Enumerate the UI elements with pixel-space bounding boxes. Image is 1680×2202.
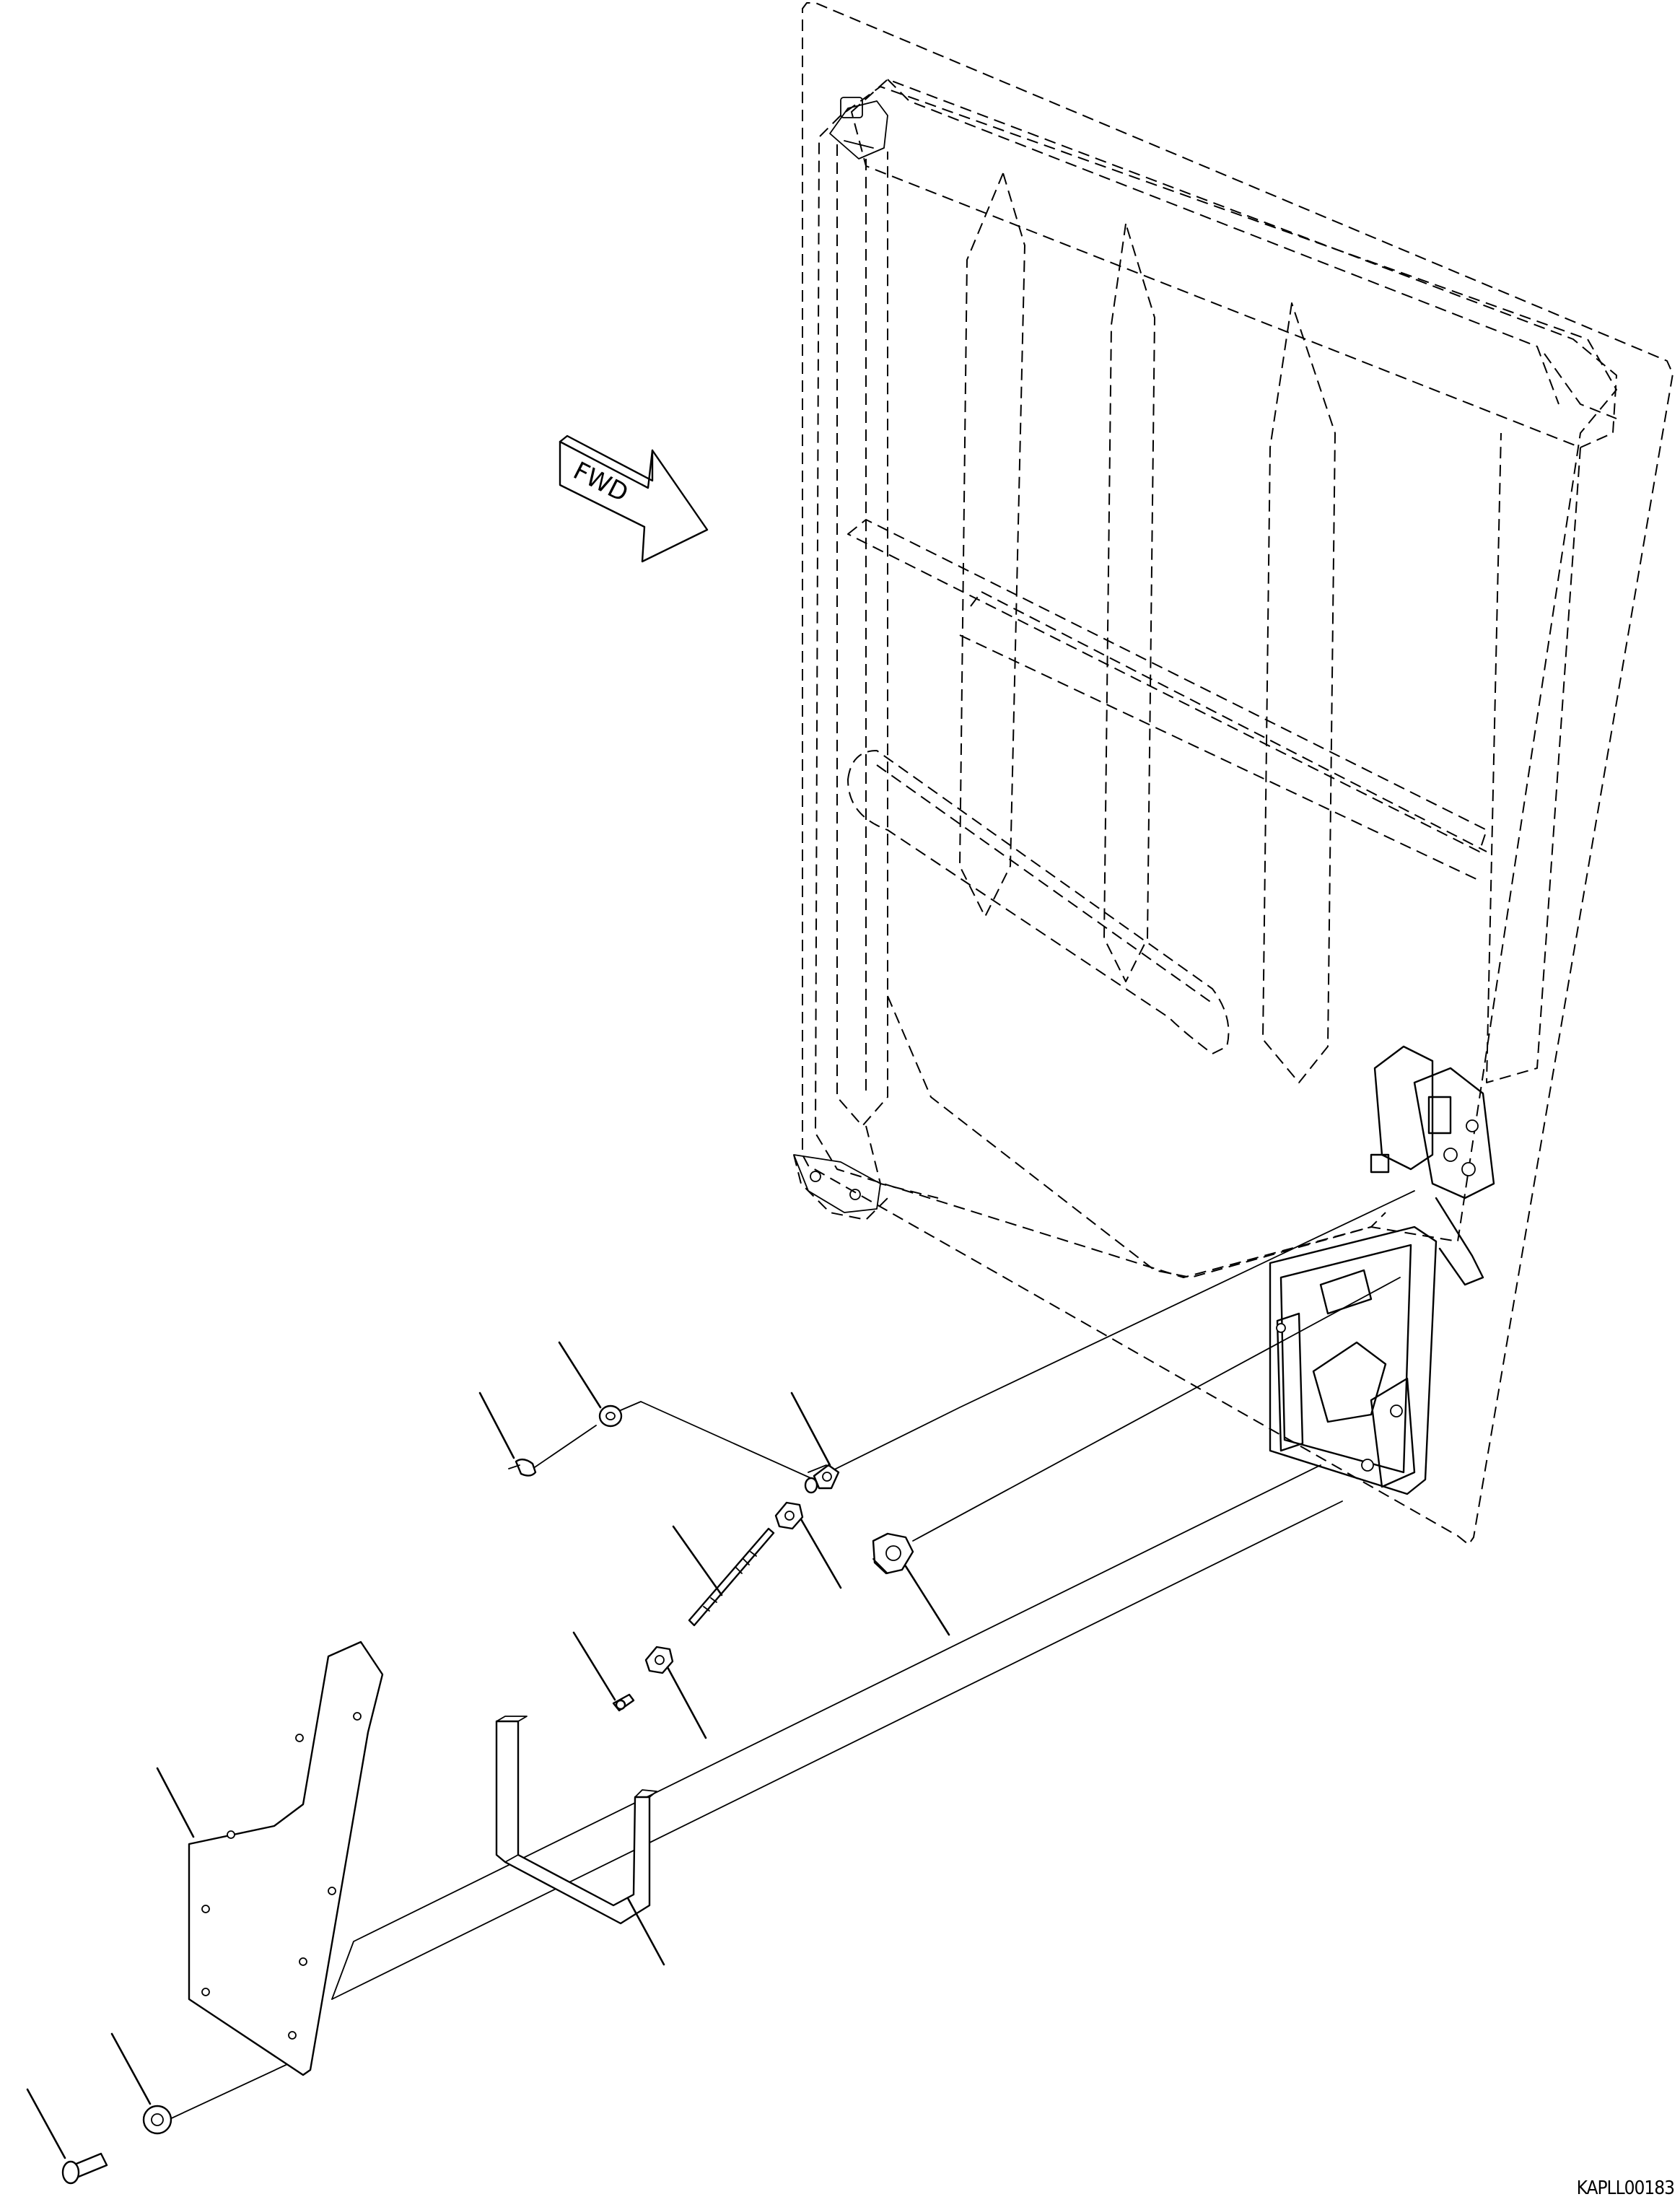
explosion-lines bbox=[155, 1190, 1415, 2126]
washer-upper bbox=[598, 1404, 623, 1428]
u-handle bbox=[495, 1716, 657, 1925]
nut-lower bbox=[644, 1646, 674, 1674]
fwd-label: FWD bbox=[569, 456, 633, 508]
door-lock-mechanism bbox=[1269, 1045, 1495, 1495]
drawing-code: KAPLL00183 bbox=[1576, 2177, 1675, 2199]
cover-plate bbox=[188, 1640, 384, 2076]
fwd-direction-arrow: FWD bbox=[559, 434, 709, 563]
callout-leaders bbox=[26, 1341, 950, 2159]
threaded-rod bbox=[688, 1527, 775, 1627]
small-bolt bbox=[612, 1693, 635, 1712]
latch-clip bbox=[872, 1532, 914, 1575]
hex-bolt bbox=[61, 2152, 108, 2185]
rod-end bbox=[804, 1464, 840, 1494]
door-frame-phantom bbox=[793, 2, 1674, 1545]
washer-lower bbox=[142, 2105, 172, 2135]
nut-upper bbox=[774, 1501, 804, 1530]
snap-pin bbox=[508, 1458, 537, 1477]
lower-hinge bbox=[793, 1154, 881, 1213]
upper-hinge bbox=[829, 97, 888, 160]
